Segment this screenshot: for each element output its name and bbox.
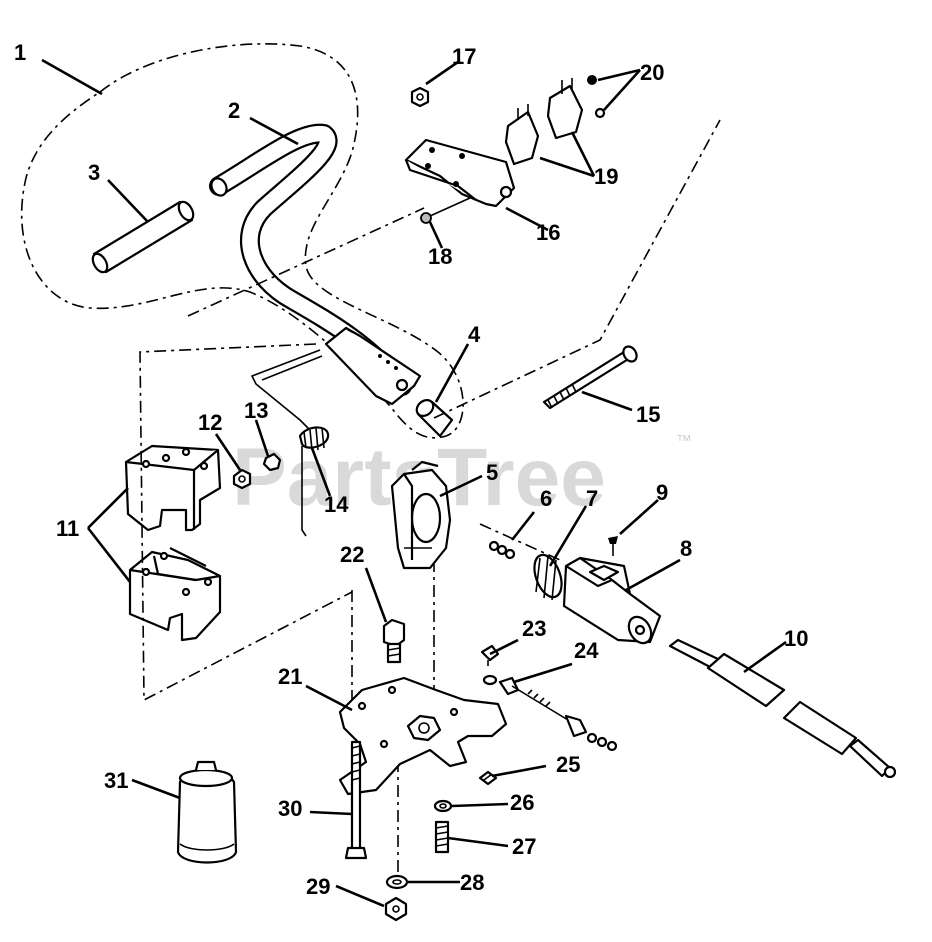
handle-bracket	[324, 326, 422, 406]
callout-13: 13	[244, 398, 268, 423]
grip-tube	[91, 200, 195, 274]
callout-31: 31	[104, 768, 128, 793]
screw-23	[480, 644, 500, 666]
callout-5: 5	[486, 460, 498, 485]
callout-9: 9	[656, 480, 668, 505]
washer-28	[385, 874, 409, 890]
callout-24: 24	[574, 638, 599, 663]
nut-17	[410, 86, 430, 108]
callout-1: 1	[14, 40, 26, 65]
callout-29: 29	[306, 874, 330, 899]
cap-screw-22	[382, 618, 406, 664]
callout-20: 20	[640, 60, 664, 85]
callout-10: 10	[784, 626, 808, 651]
callout-22: 22	[340, 542, 364, 567]
block-outline	[139, 343, 353, 702]
mounting-block-lower	[128, 547, 222, 642]
callout-25: 25	[556, 752, 580, 777]
watermark-trademark: ™	[676, 433, 692, 450]
hex-nut-12	[232, 468, 252, 490]
valve-body	[562, 556, 662, 645]
callout-3: 3	[88, 160, 100, 185]
callout-15: 15	[636, 402, 660, 427]
callout-16: 16	[536, 220, 560, 245]
handle-bar-body	[211, 125, 410, 394]
callout-28: 28	[460, 870, 484, 895]
long-bolt-30	[344, 740, 368, 860]
callout-19: 19	[594, 164, 618, 189]
callout-21: 21	[278, 664, 302, 689]
callout-17: 17	[452, 44, 476, 69]
lock-nut-13	[262, 452, 282, 472]
lever-centerline	[187, 207, 425, 317]
nut-29	[384, 896, 408, 922]
valve-centerline	[479, 523, 561, 561]
callout-8: 8	[680, 536, 692, 561]
callout-11: 11	[56, 516, 79, 541]
clip-25	[478, 770, 498, 786]
leader-lines	[41, 58, 787, 908]
callout-26: 26	[510, 790, 534, 815]
callout-18: 18	[428, 244, 452, 269]
callout-4: 4	[468, 322, 481, 347]
torsion-spring	[250, 349, 330, 537]
nut-20-lower	[594, 107, 606, 119]
callout-7: 7	[586, 486, 598, 511]
handle-bar-end	[210, 177, 228, 197]
fluid-bottle-31	[176, 760, 238, 864]
mounting-block-upper	[124, 444, 222, 532]
washer-26	[433, 799, 453, 813]
screw-18	[420, 197, 471, 224]
microswitch-left	[504, 104, 540, 166]
collar-7	[533, 553, 563, 601]
long-bolt-15	[542, 345, 638, 410]
callout-6: 6	[540, 486, 552, 511]
bolt-27	[434, 820, 450, 854]
microswitch-right	[546, 78, 584, 140]
grip-outline	[20, 43, 464, 439]
pivot-clamp	[390, 460, 452, 570]
linkage-rod-24	[482, 674, 618, 752]
callout-12: 12	[198, 410, 222, 435]
screw-9	[608, 536, 618, 556]
bracket-plate-16	[404, 138, 516, 208]
callout-2: 2	[228, 98, 240, 123]
callout-23: 23	[522, 616, 546, 641]
callout-30: 30	[278, 796, 302, 821]
fitting-6	[488, 540, 516, 560]
callout-14: 14	[324, 492, 349, 517]
base-plate-21	[338, 676, 508, 796]
nut-20-upper	[587, 75, 597, 85]
cylinder-10	[668, 638, 897, 779]
bracket-centerline	[433, 119, 721, 419]
bushing	[415, 399, 454, 438]
callout-27: 27	[512, 834, 536, 859]
